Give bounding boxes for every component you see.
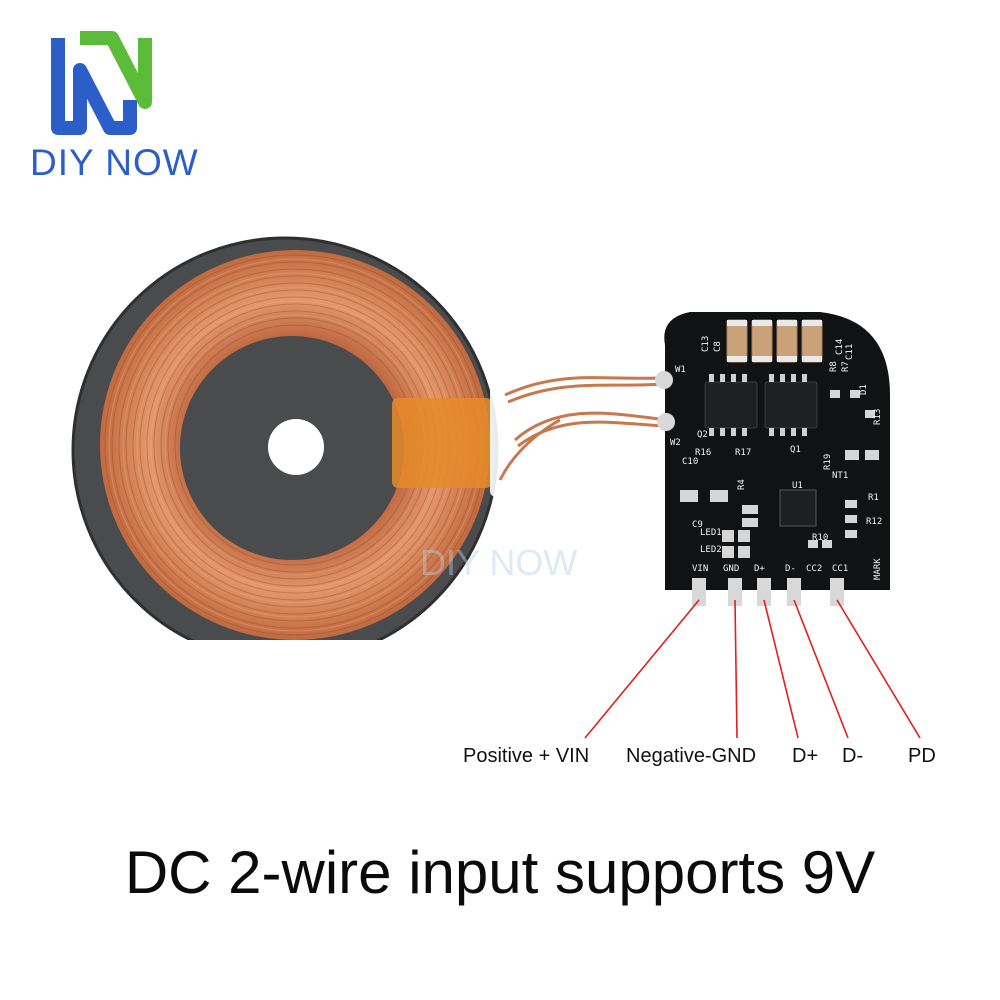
- pin-label-gnd: Negative-GND: [626, 745, 757, 767]
- pcb-marking: R16: [695, 448, 711, 458]
- pcb-marking: C11: [845, 344, 855, 360]
- connector-pins: [692, 578, 844, 606]
- pcb-marking: W2: [670, 438, 681, 448]
- pcb-marking: R12: [866, 517, 882, 527]
- pcb-marking: D+: [754, 564, 765, 574]
- pcb-marking: CC2: [806, 564, 822, 574]
- lead-wires: [498, 376, 671, 481]
- brand-logo-icon: [51, 31, 152, 135]
- pin-label-d-minus: D-: [842, 745, 864, 767]
- product-caption: DC 2-wire input supports 9V: [124, 839, 876, 906]
- pcb-marking: NT1: [832, 471, 848, 481]
- pin-label-d-plus: D+: [792, 745, 819, 767]
- pcb-marking: R1: [868, 493, 879, 503]
- pcb-marking: Q1: [790, 445, 801, 455]
- pcb-marking: CC1: [832, 564, 848, 574]
- pcb-marking: R13: [873, 409, 883, 425]
- pcb-marking: R8: [829, 361, 839, 372]
- pcb-marking: C14: [835, 339, 845, 355]
- pcb-marking: GND: [723, 564, 739, 574]
- pcb-marking: R17: [735, 448, 751, 458]
- pin-label-pd: PD: [908, 745, 936, 767]
- pcb-marking: R4: [737, 479, 747, 490]
- pcb-marking: D-: [785, 564, 796, 574]
- pcb-marking: C10: [682, 457, 698, 467]
- pcb-marking: MARK: [873, 558, 883, 580]
- pcb-marking: R19: [823, 454, 833, 470]
- pcb-marking: U1: [792, 481, 803, 491]
- pcb-marking: C13: [701, 336, 711, 352]
- pcb-marking: W1: [675, 365, 686, 375]
- pcb-marking: Q2: [697, 430, 708, 440]
- pcb-marking: LED2: [700, 545, 722, 555]
- pcb-marking: C8: [713, 341, 723, 352]
- pcb-marking: VIN: [692, 564, 708, 574]
- watermark-text: DIY NOW: [420, 542, 577, 583]
- pcb-marking: C9: [692, 520, 703, 530]
- pcb-marking: D1: [859, 384, 869, 395]
- pcb-marking: LED1: [700, 528, 722, 538]
- pin-label-vin: Positive + VIN: [463, 745, 590, 767]
- pcb-marking: R10: [812, 533, 828, 543]
- brand-name: DIY NOW: [30, 142, 199, 183]
- copper-coil: [100, 250, 518, 640]
- pcb-marking: R7: [841, 361, 851, 372]
